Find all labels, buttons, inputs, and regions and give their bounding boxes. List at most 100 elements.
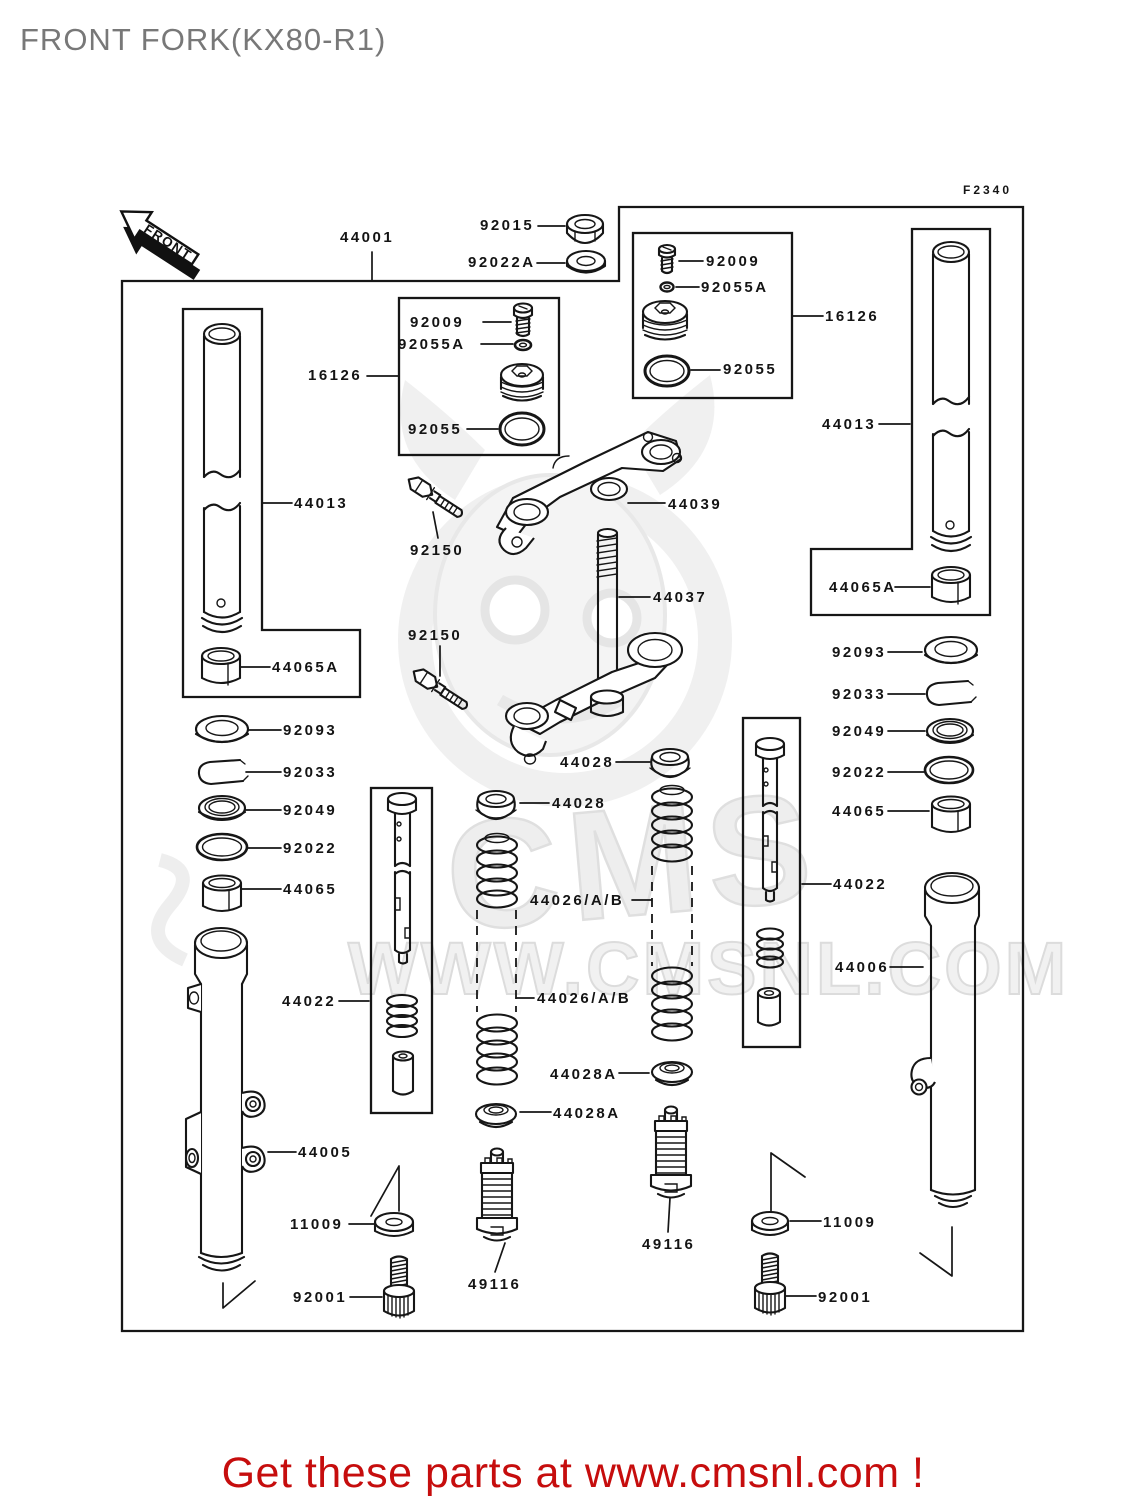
part-label-dust-seal-right: 92093 bbox=[832, 644, 887, 661]
spring-seat-lower-right bbox=[650, 1060, 694, 1087]
damper-rod-right bbox=[754, 736, 786, 903]
part-label-slide-bushing-right: 44065 bbox=[832, 803, 887, 820]
part-label-outer-tube-left: 44005 bbox=[298, 1144, 353, 1161]
part-label-fork-spring-left: 44026/A/B bbox=[537, 990, 632, 1007]
upper-triple-clamp bbox=[495, 430, 683, 556]
part-label-ring-left: 92022 bbox=[283, 840, 338, 857]
part-label-oil-seal-right: 92049 bbox=[832, 723, 887, 740]
part-label-screw-left: 92009 bbox=[410, 314, 465, 331]
steering-stem bbox=[504, 527, 684, 765]
part-label-drain-washer-right: 11009 bbox=[823, 1214, 877, 1231]
valve-assembly-right bbox=[649, 1105, 693, 1199]
figure-code: F2340 bbox=[963, 183, 1013, 197]
steering-stem-nut bbox=[565, 213, 605, 245]
damper-box-left bbox=[369, 786, 434, 1115]
oil-seal-left bbox=[197, 794, 247, 822]
drain-washer-left bbox=[373, 1211, 415, 1238]
damper-piston-right bbox=[756, 986, 782, 1027]
damper-piston-left bbox=[391, 1050, 415, 1096]
inner-tube-right bbox=[929, 240, 973, 553]
drain-bolt-left bbox=[382, 1255, 416, 1319]
part-label-damper-rod-right: 44022 bbox=[833, 876, 888, 893]
damper-spring-left bbox=[385, 993, 419, 1039]
spring-seat-lower-left bbox=[474, 1102, 518, 1129]
spring-seat-upper-right bbox=[649, 747, 691, 779]
part-label-oil-seal-left: 92049 bbox=[283, 802, 338, 819]
guide-bushing-right bbox=[930, 565, 972, 605]
valve-assembly-left bbox=[475, 1147, 519, 1242]
part-label-spring-seat-lower-right: 44028A bbox=[550, 1066, 618, 1083]
snap-ring-right bbox=[925, 679, 977, 707]
slide-bushing-left bbox=[201, 874, 243, 913]
part-label-spring-seat-upper-right: 44028 bbox=[560, 754, 615, 771]
outer-tube-left bbox=[184, 926, 266, 1272]
part-label-snap-ring-left: 92033 bbox=[283, 764, 338, 781]
part-label-plug-kit-right: 16126 bbox=[825, 308, 880, 325]
plug-kit-left-parts bbox=[498, 302, 546, 447]
cmsnl-promo-link[interactable]: Get these parts at www.cmsnl.com ! bbox=[221, 1449, 925, 1497]
part-label-oring-plug-left: 92055 bbox=[408, 421, 463, 438]
part-label-drain-bolt-left: 92001 bbox=[293, 1289, 348, 1306]
part-label-guide-bushing-left: 44065A bbox=[272, 659, 340, 676]
part-label-inner-tube-left: 44013 bbox=[294, 495, 349, 512]
part-label-upper-clamp: 44039 bbox=[668, 496, 723, 513]
guide-bushing-left bbox=[200, 646, 242, 686]
damper-spring-right bbox=[755, 927, 785, 969]
part-label-plug-kit-left: 16126 bbox=[308, 367, 363, 384]
fork-spring-right-lower bbox=[650, 966, 694, 1042]
inner-tube-box-right bbox=[809, 227, 992, 617]
damper-rod-left bbox=[386, 791, 418, 965]
fork-spring-left-upper bbox=[475, 832, 519, 909]
part-label-valve-right: 49116 bbox=[642, 1236, 696, 1253]
part-label-oring-plug-right: 92055 bbox=[723, 361, 778, 378]
inner-tube-left bbox=[200, 322, 244, 634]
part-label-snap-ring-right: 92033 bbox=[832, 686, 887, 703]
part-label-valve-left: 49116 bbox=[468, 1276, 522, 1293]
spring-seat-upper-left bbox=[475, 789, 517, 821]
damper-box-right bbox=[741, 716, 802, 1049]
part-label-dust-seal-left: 92093 bbox=[283, 722, 338, 739]
part-label-fork-spring-right: 44026/A/B bbox=[530, 892, 625, 909]
slide-bushing-right bbox=[930, 795, 972, 834]
drain-washer-right bbox=[750, 1210, 790, 1237]
fork-spring-left-lower bbox=[475, 1013, 519, 1086]
part-label-fork-assembly: 44001 bbox=[340, 229, 395, 246]
part-label-spring-seat-upper-left: 44028 bbox=[552, 795, 607, 812]
part-label-ring-right: 92022 bbox=[832, 764, 887, 781]
part-label-drain-washer-left: 11009 bbox=[290, 1216, 344, 1233]
watermark-url-text: WWW.CMSNL.COM bbox=[348, 927, 1069, 1010]
plug-kit-box-right bbox=[631, 231, 794, 400]
part-label-inner-tube-right: 44013 bbox=[822, 416, 877, 433]
page-title: FRONT FORK(KX80-R1) bbox=[20, 22, 387, 57]
clamp-bolt-lower bbox=[412, 668, 469, 710]
part-label-nut: 92015 bbox=[480, 217, 535, 234]
diagram-border bbox=[120, 205, 1025, 1333]
part-label-spring-seat-lower-left: 44028A bbox=[553, 1105, 621, 1122]
outer-tube-right bbox=[910, 871, 981, 1209]
part-label-drain-bolt-right: 92001 bbox=[818, 1289, 873, 1306]
part-label-damper-rod-left: 44022 bbox=[282, 993, 337, 1010]
drain-bolt-right bbox=[753, 1252, 787, 1316]
oil-seal-right bbox=[925, 717, 975, 745]
dust-seal-left bbox=[194, 714, 250, 744]
part-label-plain-washer: 92022A bbox=[468, 254, 536, 271]
part-label-steering-stem: 44037 bbox=[653, 589, 708, 606]
ring-left bbox=[195, 832, 249, 862]
ring-right bbox=[923, 755, 975, 785]
front-direction-arrow: FRONT bbox=[119, 210, 201, 280]
part-label-screw-right: 92009 bbox=[706, 253, 761, 270]
dust-seal-right bbox=[923, 635, 979, 665]
part-label-outer-tube-right: 44006 bbox=[835, 959, 890, 976]
part-label-clamp-bolt-lower: 92150 bbox=[408, 627, 463, 644]
inner-tube-box-left bbox=[181, 307, 362, 699]
part-label-oring-small-right: 92055A bbox=[701, 279, 769, 296]
snap-ring-left bbox=[197, 758, 249, 786]
clamp-bolt-upper bbox=[407, 476, 464, 518]
leader-lines bbox=[222, 225, 953, 1309]
plug-kit-box-left bbox=[397, 296, 561, 457]
part-label-guide-bushing-right: 44065A bbox=[829, 579, 897, 596]
fork-spring-right-upper bbox=[650, 784, 694, 863]
part-label-slide-bushing-left: 44065 bbox=[283, 881, 338, 898]
